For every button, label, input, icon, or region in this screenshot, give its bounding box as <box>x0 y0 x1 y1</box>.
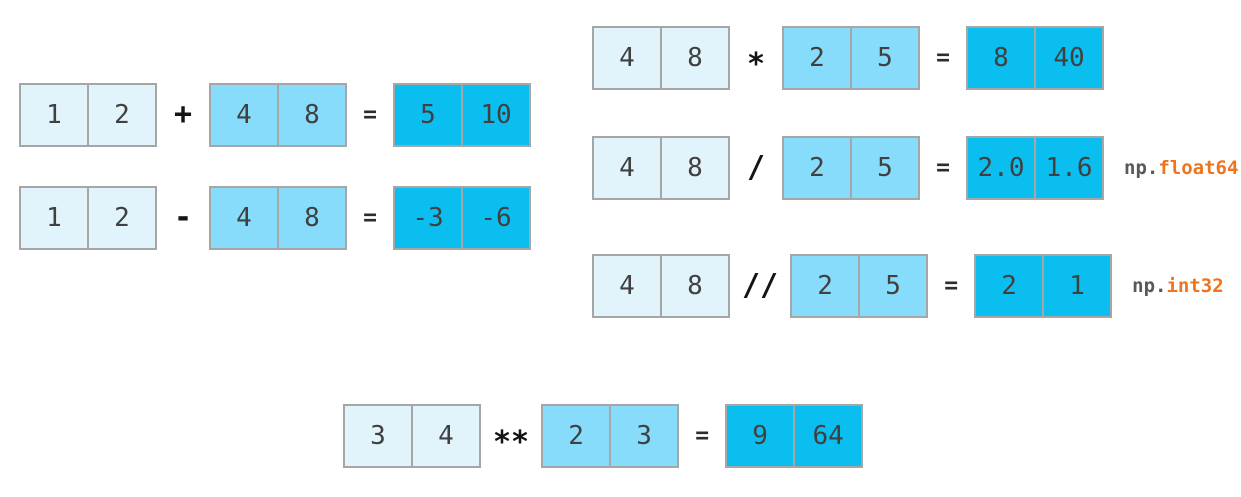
operand-b-cell-0: 2 <box>784 28 850 88</box>
operand-b-cell-1: 5 <box>858 256 927 316</box>
operand-b-cell-0: 2 <box>792 256 859 316</box>
result-box: 8 40 <box>966 26 1104 90</box>
operand-b-cell-1: 5 <box>850 28 918 88</box>
result-cell-0: -3 <box>395 188 461 248</box>
operator-label: * <box>746 47 766 82</box>
equals-sign: = <box>363 101 377 128</box>
dtype-name: int32 <box>1166 275 1224 297</box>
result-cell-1: 10 <box>461 85 529 145</box>
operand-a-cell-1: 8 <box>660 138 728 198</box>
result-cell-0: 8 <box>968 28 1034 88</box>
operand-a-box: 4 8 <box>592 26 730 90</box>
operand-a-box: 1 2 <box>19 186 157 250</box>
result-box: -3 -6 <box>393 186 531 250</box>
result-box: 2.0 1.6 <box>966 136 1104 200</box>
result-cell-1: -6 <box>461 188 529 248</box>
operand-a-box: 4 8 <box>592 254 730 318</box>
result-box: 5 10 <box>393 83 531 147</box>
operand-b-box: 2 5 <box>782 136 920 200</box>
equation-divide: 4 8 / 2 5 = 2.0 1.6 np.float64 <box>592 136 1238 200</box>
dtype-prefix: np. <box>1124 157 1159 179</box>
result-cell-1: 1.6 <box>1034 138 1102 198</box>
operand-b-cell-1: 8 <box>277 188 345 248</box>
result-cell-0: 5 <box>395 85 461 145</box>
result-cell-1: 64 <box>793 406 862 466</box>
operand-b-box: 2 3 <box>541 404 680 468</box>
equals-sign: = <box>944 272 959 299</box>
result-cell-0: 2 <box>976 256 1043 316</box>
equation-subtract: 1 2 - 4 8 = -3 -6 <box>19 186 531 250</box>
operand-a-cell-1: 2 <box>87 188 155 248</box>
operand-a-cell-0: 3 <box>345 406 411 466</box>
operand-b-cell-1: 5 <box>850 138 918 198</box>
equals-sign: = <box>363 204 377 231</box>
operator-label: - <box>173 200 193 235</box>
equation-floor-divide: 4 8 // 2 5 = 2 1 np.int32 <box>592 254 1224 318</box>
operand-b-cell-0: 4 <box>211 188 277 248</box>
equation-multiply: 4 8 * 2 5 = 8 40 <box>592 26 1104 90</box>
dtype-annotation: np.float64 <box>1124 157 1238 179</box>
operand-b-cell-1: 8 <box>277 85 345 145</box>
result-box: 9 64 <box>725 404 864 468</box>
result-cell-0: 9 <box>727 406 794 466</box>
operand-b-box: 4 8 <box>209 186 347 250</box>
operand-a-cell-0: 4 <box>594 138 660 198</box>
operand-a-cell-1: 8 <box>660 28 728 88</box>
operand-a-box: 3 4 <box>343 404 481 468</box>
operator-label: ** <box>493 425 530 460</box>
operand-b-cell-0: 2 <box>784 138 850 198</box>
equation-add: 1 2 + 4 8 = 5 10 <box>19 83 531 147</box>
operator-label: / <box>746 150 766 185</box>
operand-b-cell-0: 2 <box>543 406 610 466</box>
operand-a-box: 4 8 <box>592 136 730 200</box>
operand-a-cell-0: 1 <box>21 85 87 145</box>
dtype-name: float64 <box>1158 157 1239 179</box>
equals-sign: = <box>695 422 710 449</box>
operator-label: + <box>173 97 193 132</box>
result-cell-0: 2.0 <box>968 138 1034 198</box>
dtype-prefix: np. <box>1132 275 1167 297</box>
operand-b-box: 4 8 <box>209 83 347 147</box>
operator-label: // <box>742 268 779 303</box>
result-box: 2 1 <box>974 254 1113 318</box>
equals-sign: = <box>936 154 950 181</box>
dtype-annotation: np.int32 <box>1132 275 1224 297</box>
result-cell-1: 1 <box>1042 256 1111 316</box>
equals-sign: = <box>936 44 950 71</box>
operand-a-cell-1: 4 <box>411 406 479 466</box>
operand-a-cell-0: 1 <box>21 188 87 248</box>
operand-b-box: 2 5 <box>782 26 920 90</box>
operand-a-cell-1: 2 <box>87 85 155 145</box>
operand-a-cell-1: 8 <box>660 256 728 316</box>
operand-a-cell-0: 4 <box>594 28 660 88</box>
operand-a-box: 1 2 <box>19 83 157 147</box>
operand-b-cell-0: 4 <box>211 85 277 145</box>
operand-b-cell-1: 3 <box>609 406 678 466</box>
operand-a-cell-0: 4 <box>594 256 660 316</box>
result-cell-1: 40 <box>1034 28 1102 88</box>
equation-power: 3 4 ** 2 3 = 9 64 <box>343 404 864 468</box>
operand-b-box: 2 5 <box>790 254 929 318</box>
